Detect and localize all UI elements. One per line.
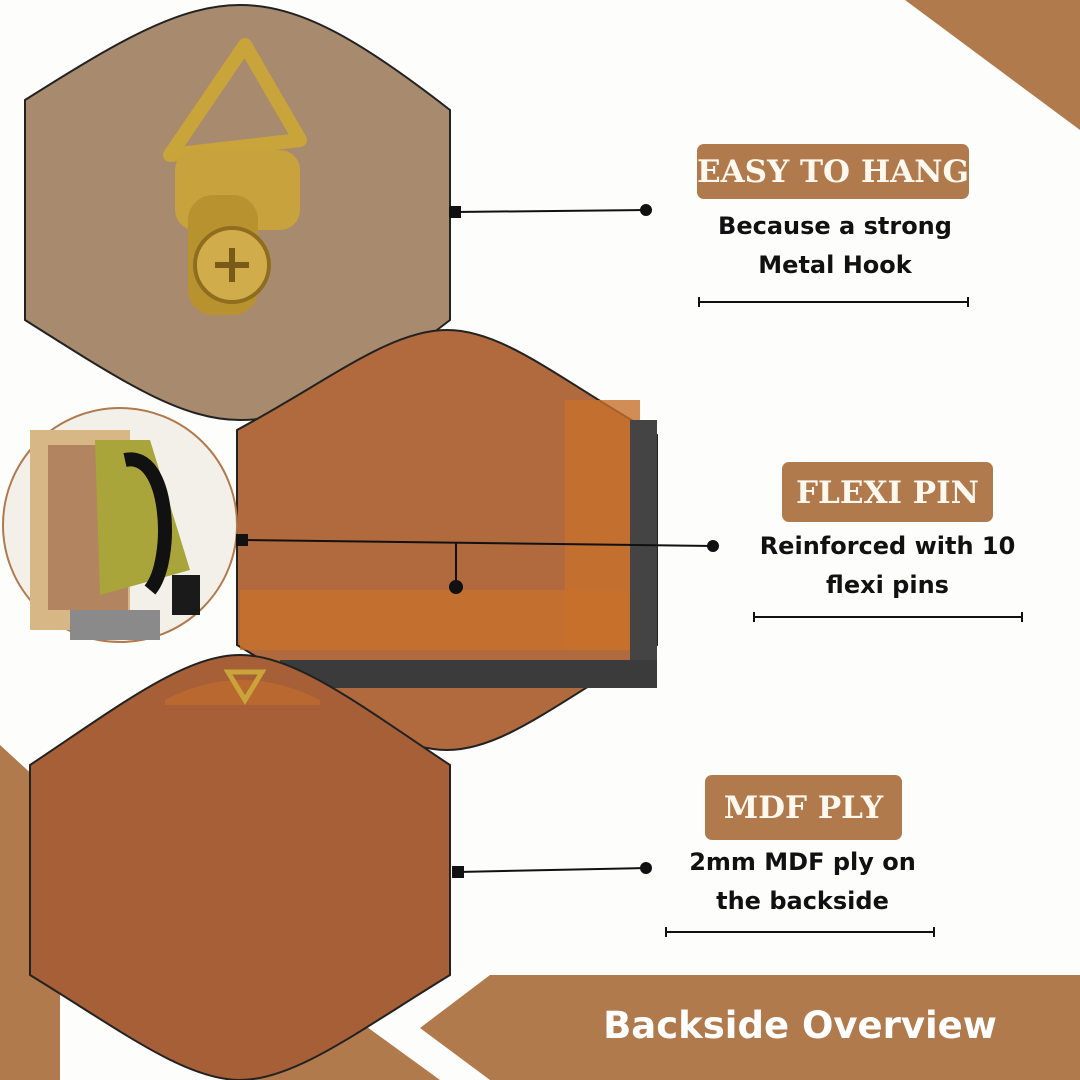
feature-title-easy-to-hang: EASY TO HANG	[697, 144, 969, 199]
feature-desc-flexi-pin: Reinforced with 10 flexi pins	[730, 527, 1045, 605]
desc-line: 2mm MDF ply on	[689, 848, 916, 876]
banner-title: Backside Overview	[603, 1004, 997, 1047]
feature-desc-mdf-ply: 2mm MDF ply on the backside	[650, 843, 955, 921]
hook-icon	[223, 669, 267, 705]
mdf-photo-panel	[29, 653, 451, 1080]
stapler-photo	[2, 407, 238, 643]
desc-line: the backside	[716, 887, 889, 915]
desc-line: flexi pins	[826, 571, 949, 599]
flexi-pin-photo-panel	[236, 328, 658, 752]
desc-line: Metal Hook	[758, 251, 912, 279]
corner-accent-top-right	[905, 0, 1080, 130]
feature-desc-easy-to-hang: Because a strong Metal Hook	[680, 207, 990, 285]
feature-title-mdf-ply: MDF PLY	[705, 775, 902, 840]
banner-background	[420, 975, 1080, 1080]
desc-line: Reinforced with 10	[759, 532, 1016, 560]
metal-hook-icon	[163, 38, 307, 162]
feature-title-flexi-pin: FLEXI PIN	[782, 462, 993, 522]
desc-line: Because a strong	[718, 212, 952, 240]
hook-photo-panel	[24, 3, 451, 422]
connector-lines	[236, 204, 1023, 937]
